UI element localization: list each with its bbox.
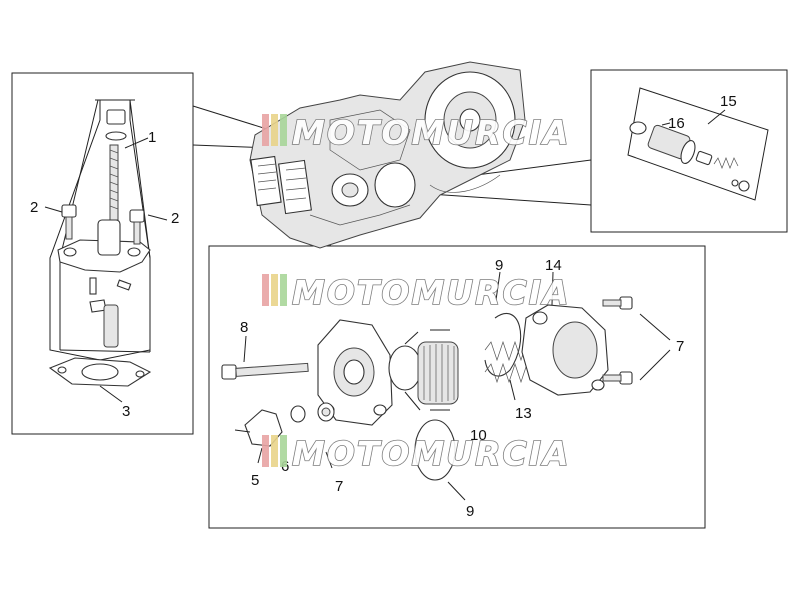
oil-pump-assembly [44,99,168,403]
callout-labels: 1 2 2 3 15 16 9 14 8 7 13 10 5 6 7 9 [30,93,737,520]
callout-14: 14 [545,257,562,274]
callout-9-top: 9 [495,257,503,274]
watermark-logo-stripes [262,114,287,146]
callout-9-bottom: 9 [466,503,474,520]
watermark-top: MOTOMURCIA [262,112,571,153]
callout-7-right: 7 [676,338,684,355]
callout-7-bottom: 7 [335,478,343,495]
oil-filter-assembly [221,271,671,501]
callout-8: 8 [240,319,248,336]
callout-2-left: 2 [30,199,38,216]
watermark-logo-stripes [262,435,287,467]
callout-1: 1 [148,129,156,146]
watermark-text: MOTOMURCIA [292,113,571,152]
watermark-text: MOTOMURCIA [292,434,571,473]
pressure-valve-parts [627,87,769,201]
left-panel-frame [11,72,194,435]
callout-13: 13 [515,405,532,422]
watermark-bottom: MOTOMURCIA [262,433,571,474]
engine-assembly [249,61,526,249]
callout-2-right: 2 [171,210,179,227]
watermark-middle: MOTOMURCIA [262,272,571,313]
callout-16: 16 [668,115,685,132]
bottom-right-panel-frame [208,245,706,529]
top-right-panel-frame [590,69,788,233]
callout-15: 15 [720,93,737,110]
callout-5: 5 [251,472,259,489]
watermark-text: MOTOMURCIA [292,273,571,312]
callout-10: 10 [470,427,487,444]
watermark-logo-stripes [262,274,287,306]
callout-3: 3 [122,403,130,420]
